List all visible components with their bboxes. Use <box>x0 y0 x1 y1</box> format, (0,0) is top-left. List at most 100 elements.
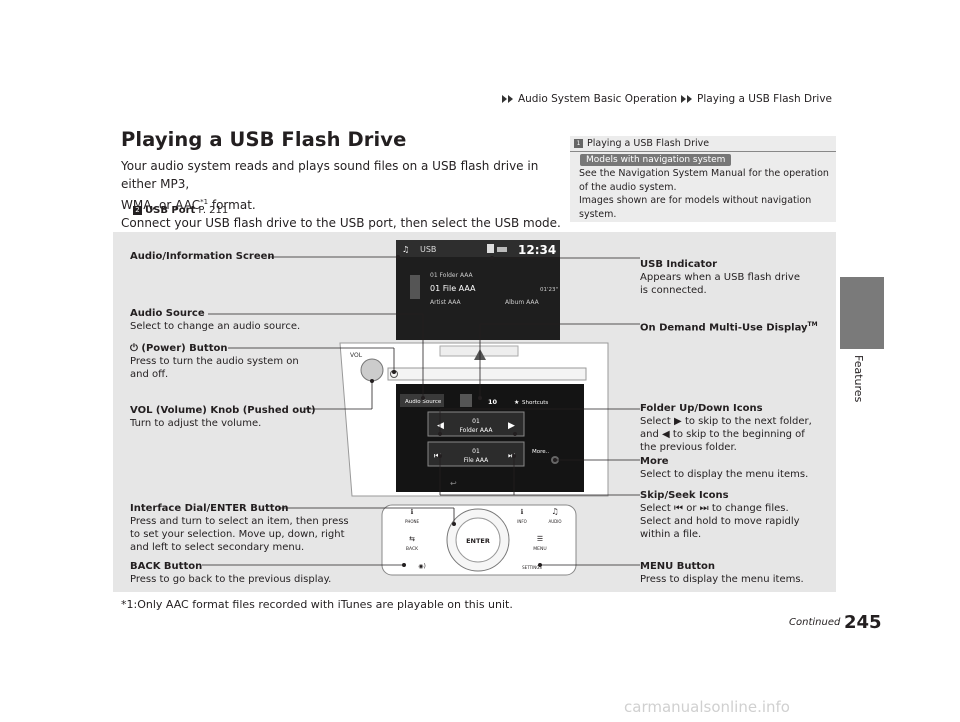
intro-text-part: format. <box>208 198 256 212</box>
vol-knob[interactable] <box>360 358 384 382</box>
folder-down-icon: ◀ <box>662 429 670 440</box>
callout-skip-seek-icons: Skip/Seek Icons Select ⏮ or ⏭ to change … <box>640 489 800 541</box>
callout-heading: VOL (Volume) Knob (Pushed out) <box>130 405 316 416</box>
note-heading-text: Playing a USB Flash Drive <box>587 138 710 149</box>
reference-page: P. 211 <box>198 205 229 216</box>
info-button-label[interactable]: INFO <box>517 519 527 524</box>
section-tab-label: Features <box>852 355 865 403</box>
callout-text: Press to display the menu items. <box>640 574 804 585</box>
shortcuts-button[interactable]: Shortcuts <box>522 400 548 406</box>
usb-source-icon[interactable] <box>460 394 472 407</box>
back-button-label[interactable]: BACK <box>406 546 419 552</box>
callout-heading: Folder Up/Down Icons <box>640 403 763 414</box>
footnote-marker: *1 <box>200 198 209 206</box>
menu-button-label[interactable]: MENU <box>533 546 546 552</box>
screen-folder: 01 Folder AAA <box>430 272 474 279</box>
skip-forward-icon[interactable]: ⏭ <box>508 451 515 460</box>
callout-heading: USB Indicator <box>640 259 718 270</box>
callout-heading: BACK Button <box>130 561 203 572</box>
screen-file: 01 File AAA <box>430 284 476 293</box>
callout-lines <box>202 254 640 568</box>
phone-button-label[interactable]: PHONE <box>405 519 420 524</box>
callout-text: Press and turn to select an item, then p… <box>130 516 349 527</box>
voice-icon[interactable]: ◉) <box>418 563 426 570</box>
skip-back-icon[interactable]: ⏮ <box>434 451 441 460</box>
folder-up-icon[interactable]: ▶ <box>508 421 515 431</box>
settings-button-label[interactable]: SETTINGS <box>522 565 542 570</box>
folder-down-icon[interactable]: ◀ <box>437 421 444 431</box>
breadcrumb-level1[interactable]: Audio System Basic Operation <box>517 93 678 105</box>
callout-text-part: and <box>640 429 659 440</box>
usb-drive-icon <box>410 275 420 299</box>
intro-line: Connect your USB flash drive to the USB … <box>121 216 561 230</box>
callout-text: and left to select secondary menu. <box>130 542 305 553</box>
callout-text: is connected. <box>640 285 707 296</box>
screen-album: Album AAA <box>505 299 540 306</box>
callout-heading: Skip/Seek Icons <box>640 490 729 501</box>
footnote: *1:Only AAC format files recorded with i… <box>121 598 513 611</box>
back-icon[interactable]: ⇆ <box>409 535 415 543</box>
callout-text: Select ▶ to skip to the next folder, <box>640 415 812 428</box>
cross-reference[interactable]: 2 USB Port P. 211 <box>133 205 228 216</box>
callout-text: Select to display the menu items. <box>640 469 809 480</box>
audio-icon[interactable]: ♫ <box>551 507 558 516</box>
page-number: 245 <box>844 612 882 633</box>
section-tab <box>840 277 884 349</box>
callout-usb-indicator: USB Indicator Appears when a USB flash d… <box>640 258 800 297</box>
callout-on-demand-display: On Demand Multi-Use DisplayTM <box>640 318 818 334</box>
callout-text-part: to skip to the beginning of <box>672 429 805 440</box>
enter-button-label: ENTER <box>466 537 490 545</box>
more-button[interactable]: More.. <box>532 449 549 455</box>
note-heading: 1 Playing a USB Flash Drive <box>570 136 836 152</box>
back-arrow-icon[interactable]: ↩ <box>450 479 457 488</box>
enter-button[interactable] <box>455 517 501 563</box>
watermark: carmanualsonline.info <box>624 698 790 716</box>
reference-label[interactable]: USB Port <box>145 205 196 216</box>
callout-text-part: Select <box>640 416 671 427</box>
note-line: of the audio system. <box>579 181 677 193</box>
screen-artist: Artist AAA <box>430 299 462 306</box>
callout-vol-knob: VOL (Volume) Knob (Pushed out) Turn to a… <box>130 404 316 430</box>
music-note-icon: ♫ <box>402 245 409 254</box>
callout-text: within a file. <box>640 529 702 540</box>
file-selector[interactable] <box>427 441 525 467</box>
audio-source-button[interactable] <box>400 394 444 407</box>
note-text: See the Navigation System Manual for the… <box>579 167 829 221</box>
callout-text: and ◀ to skip to the beginning of <box>640 428 812 441</box>
touch-folder-number: 01 <box>472 418 480 425</box>
folder-up-icon: ▶ <box>674 416 682 427</box>
continued-label: Continued <box>789 617 841 628</box>
callout-text-part: or <box>686 503 697 514</box>
callout-heading: More <box>640 456 669 467</box>
callout-heading-text: (Power) Button <box>141 343 228 354</box>
callout-audio-source: Audio Source Select to change an audio s… <box>130 307 300 333</box>
callout-text: to set your selection. Move up, down, ri… <box>130 529 345 540</box>
callout-more: More Select to display the menu items. <box>640 455 808 481</box>
menu-icon[interactable]: ☰ <box>537 535 543 543</box>
folder-selector[interactable] <box>427 411 525 437</box>
callout-heading: Interface Dial/ENTER Button <box>130 503 289 514</box>
page-title: Playing a USB Flash Drive <box>121 128 407 151</box>
callout-heading: MENU Button <box>640 561 716 572</box>
callout-menu-button: MENU Button Press to display the menu it… <box>640 560 804 586</box>
callout-back-button: BACK Button Press to go back to the prev… <box>130 560 331 586</box>
callout-text-part: to change files. <box>711 503 789 514</box>
volume-level: 10 <box>488 398 498 406</box>
audio-source-button-label: Audio Source <box>405 399 442 405</box>
power-icon: ⏻ <box>130 343 142 354</box>
callout-text: Press to go back to the previous display… <box>130 574 332 585</box>
callout-text-part: to skip to the next folder, <box>684 416 812 427</box>
double-chevron-icon <box>501 95 514 103</box>
phone-icon[interactable]: ℹ <box>411 508 414 516</box>
touch-folder-name: Folder AAA <box>459 427 493 434</box>
skip-back-icon: ⏮ <box>674 503 684 514</box>
audio-button-label[interactable]: AUDIO <box>548 519 561 524</box>
usb-indicator-icon <box>487 244 494 253</box>
intro-line: Your audio system reads and plays sound … <box>121 159 539 191</box>
callout-heading: Audio/Information Screen <box>130 251 275 262</box>
info-icon[interactable]: ℹ <box>521 508 524 516</box>
screen-status-bar <box>396 240 560 257</box>
touch-file-name: File AAA <box>464 457 489 464</box>
callout-interface-dial: Interface Dial/ENTER Button Press and tu… <box>130 502 349 554</box>
